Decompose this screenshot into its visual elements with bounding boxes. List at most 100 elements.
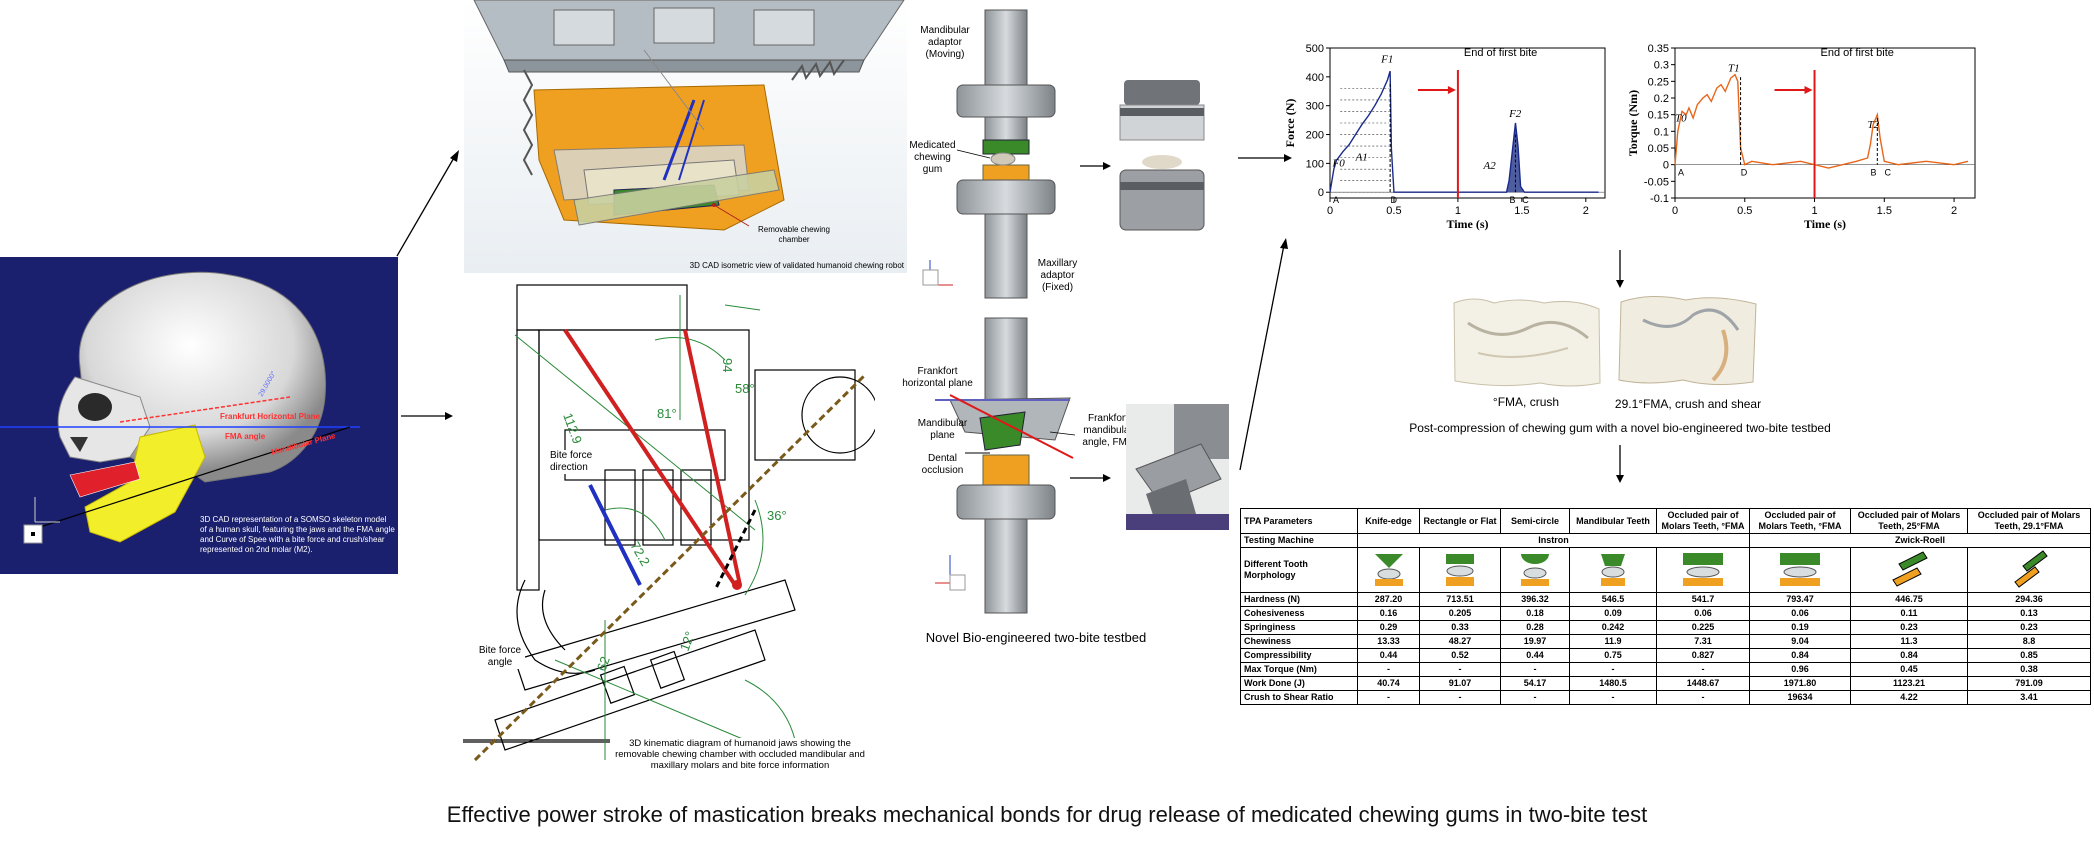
dim-1129: 112.9 <box>560 411 585 446</box>
instron-cell: Instron <box>1357 533 1750 548</box>
table-cell: 7.31 <box>1656 634 1750 649</box>
axis-letter: B <box>1871 168 1877 178</box>
skull-panel: Frankfurt Horizontal Plane FMA angle Man… <box>0 257 398 574</box>
table-cell: 9.04 <box>1749 634 1851 649</box>
table-cell: 13.33 <box>1357 634 1420 649</box>
dim-36: 36° <box>767 508 787 523</box>
axis-letter: D <box>1391 195 1398 205</box>
table-cell: 54.17 <box>1500 676 1570 691</box>
axis-letter: D <box>1741 168 1748 178</box>
kinematic-diagram: 94 58° 81° 112.9 72.2 36° 12° 62 <box>463 284 879 762</box>
y-tick-label: 0.05 <box>1648 143 1669 155</box>
table-cell: 294.36 <box>1967 592 2091 607</box>
axis-letter: A <box>1678 168 1684 178</box>
table-cell: 19634 <box>1749 690 1851 705</box>
table-cell: - <box>1569 662 1657 677</box>
y-tick-label: 0.1 <box>1654 126 1669 138</box>
cad-panel: Removable chewing chamber 3D CAD isometr… <box>464 0 907 273</box>
y-tick-label: 200 <box>1306 130 1324 142</box>
table-cell: 0.84 <box>1749 648 1851 663</box>
x-tick-label: 2 <box>1951 205 1957 217</box>
point-label: T1 <box>1728 62 1740 74</box>
table-cell: 0.242 <box>1569 620 1657 635</box>
frankfort-mandibular-label: Frankfort mandibular angle, FMA <box>1082 413 1134 448</box>
axis-letter: C <box>1885 168 1892 178</box>
plot-area <box>1674 47 1976 199</box>
plot-area <box>1329 47 1606 199</box>
table-cell: 0.29 <box>1357 620 1420 635</box>
table-cell: 0.09 <box>1569 606 1657 621</box>
x-axis-title: Time (s) <box>1446 217 1488 231</box>
table-cell: - <box>1419 690 1501 705</box>
zwick-cell: Zwick-Roell <box>1749 533 2091 548</box>
table-cell: 546.5 <box>1569 592 1657 607</box>
x-tick-label: 2 <box>1583 205 1589 217</box>
tpa-header-cell: Mandibular Teeth <box>1569 508 1657 534</box>
table-cell: 0.18 <box>1500 606 1570 621</box>
table-cell: 0.11 <box>1850 606 1968 621</box>
testbed-panel: Mandibular adaptor (Moving) Medicated ch… <box>895 0 1235 660</box>
end-first-bite-label: End of first bite <box>1464 47 1537 59</box>
table-cell: 0.45 <box>1850 662 1968 677</box>
table-cell: 0.23 <box>1850 620 1968 635</box>
table-cell: 0.84 <box>1850 648 1968 663</box>
y-tick-label: 0 <box>1663 160 1669 172</box>
table-cell: 0.38 <box>1967 662 2091 677</box>
morph-knife-icon <box>1357 547 1420 593</box>
row-label: Work Done (J) <box>1240 676 1358 691</box>
table-cell: 0.33 <box>1419 620 1501 635</box>
table-cell: 0.06 <box>1656 606 1750 621</box>
gum-label-left: °FMA, crush <box>1492 395 1560 409</box>
morph-occluded-2-icon <box>1749 547 1851 593</box>
tpa-header-cell: Occluded pair of Molars Teeth, 25°FMA <box>1850 508 1968 534</box>
y-tick-label: 300 <box>1306 101 1324 113</box>
row-label: Max Torque (Nm) <box>1240 662 1358 677</box>
table-cell: 0.96 <box>1749 662 1851 677</box>
y-axis-title: Force (N) <box>1283 99 1297 148</box>
table-cell: 40.74 <box>1357 676 1420 691</box>
morph-mandibular-icon <box>1569 547 1657 593</box>
testbed-caption: Novel Bio-engineered two-bite testbed <box>925 630 1147 645</box>
testing-machine-label: Testing Machine <box>1240 533 1358 548</box>
table-cell: 0.13 <box>1967 606 2091 621</box>
point-label: F1 <box>1380 53 1393 65</box>
table-cell: 0.75 <box>1569 648 1657 663</box>
bite-force-angle-label: Bite force angle <box>475 645 525 669</box>
table-cell: 0.205 <box>1419 606 1501 621</box>
bite-force-direction-label: Bite force direction <box>550 450 600 474</box>
table-cell: 0.44 <box>1500 648 1570 663</box>
point-label: T0 <box>1675 112 1687 124</box>
point-label: A2 <box>1482 160 1496 172</box>
tpa-header-cell: Occluded pair of Molars Teeth, °FMA <box>1656 508 1750 534</box>
table-cell: 0.225 <box>1656 620 1750 635</box>
table-cell: 0.52 <box>1419 648 1501 663</box>
table-cell: 48.27 <box>1419 634 1501 649</box>
table-cell: 11.9 <box>1569 634 1657 649</box>
medicated-gum-label: Medicated chewing gum <box>909 140 956 175</box>
table-cell: 3.41 <box>1967 690 2091 705</box>
axis-letter: A <box>1333 195 1339 205</box>
dim-81: 81° <box>657 406 677 421</box>
arrow-head <box>1447 86 1456 94</box>
point-label: T2 <box>1868 119 1880 131</box>
y-tick-label: 0.25 <box>1648 76 1669 88</box>
x-tick-label: 1 <box>1455 205 1461 217</box>
tpa-header-cell: Semi-circle <box>1500 508 1570 534</box>
kinematic-panel: 94 58° 81° 112.9 72.2 36° 12° 62 Bite fo… <box>455 280 879 775</box>
kinematic-caption: 3D kinematic diagram of humanoid jaws sh… <box>610 738 870 771</box>
table-cell: 0.19 <box>1749 620 1851 635</box>
axis-letter: C <box>1522 195 1529 205</box>
frankfort-label: Frankfurt Horizontal Plane <box>220 412 321 421</box>
gum-photo-right <box>1613 290 1761 388</box>
table-cell: 0.23 <box>1967 620 2091 635</box>
morphology-label: Different Tooth Morphology <box>1240 547 1358 593</box>
y-tick-label: 100 <box>1306 158 1324 170</box>
x-tick-label: 1.5 <box>1514 205 1529 217</box>
x-axis-title: Time (s) <box>1804 217 1846 231</box>
maxillary-adaptor-label: Maxillary adaptor (Fixed) <box>1037 258 1078 293</box>
dim-94: 94 <box>720 358 735 372</box>
